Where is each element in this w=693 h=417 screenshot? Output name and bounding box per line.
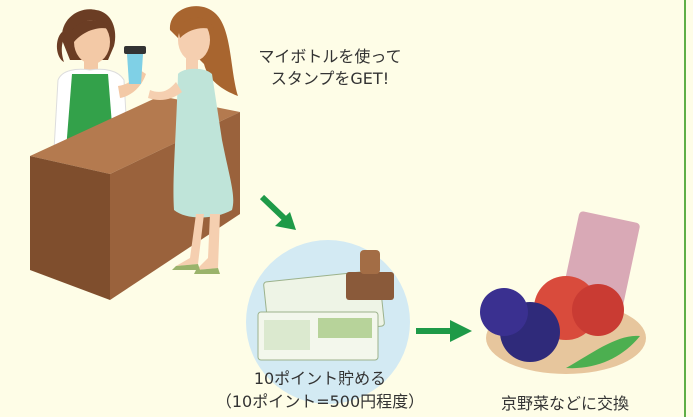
customer-figure [148, 6, 238, 274]
exchange-caption: 京野菜などに交換 [500, 394, 629, 413]
tumbler [124, 46, 146, 84]
bottle-caption-line2: スタンプをGET! [270, 69, 390, 88]
vegetables-image [480, 211, 646, 374]
frame-border [684, 0, 686, 417]
points-caption-line2: （10ポイント=500円程度） [215, 392, 425, 411]
stamp-card-image [246, 240, 410, 404]
bottle-caption: マイボトルを使って スタンプをGET! [246, 46, 414, 90]
points-caption: 10ポイント貯める （10ポイント=500円程度） [200, 367, 440, 413]
down-right-arrow [259, 194, 296, 230]
points-caption-line1: 10ポイント貯める [253, 369, 387, 388]
bottle-caption-line1: マイボトルを使って [258, 47, 402, 66]
right-arrow [416, 320, 472, 342]
